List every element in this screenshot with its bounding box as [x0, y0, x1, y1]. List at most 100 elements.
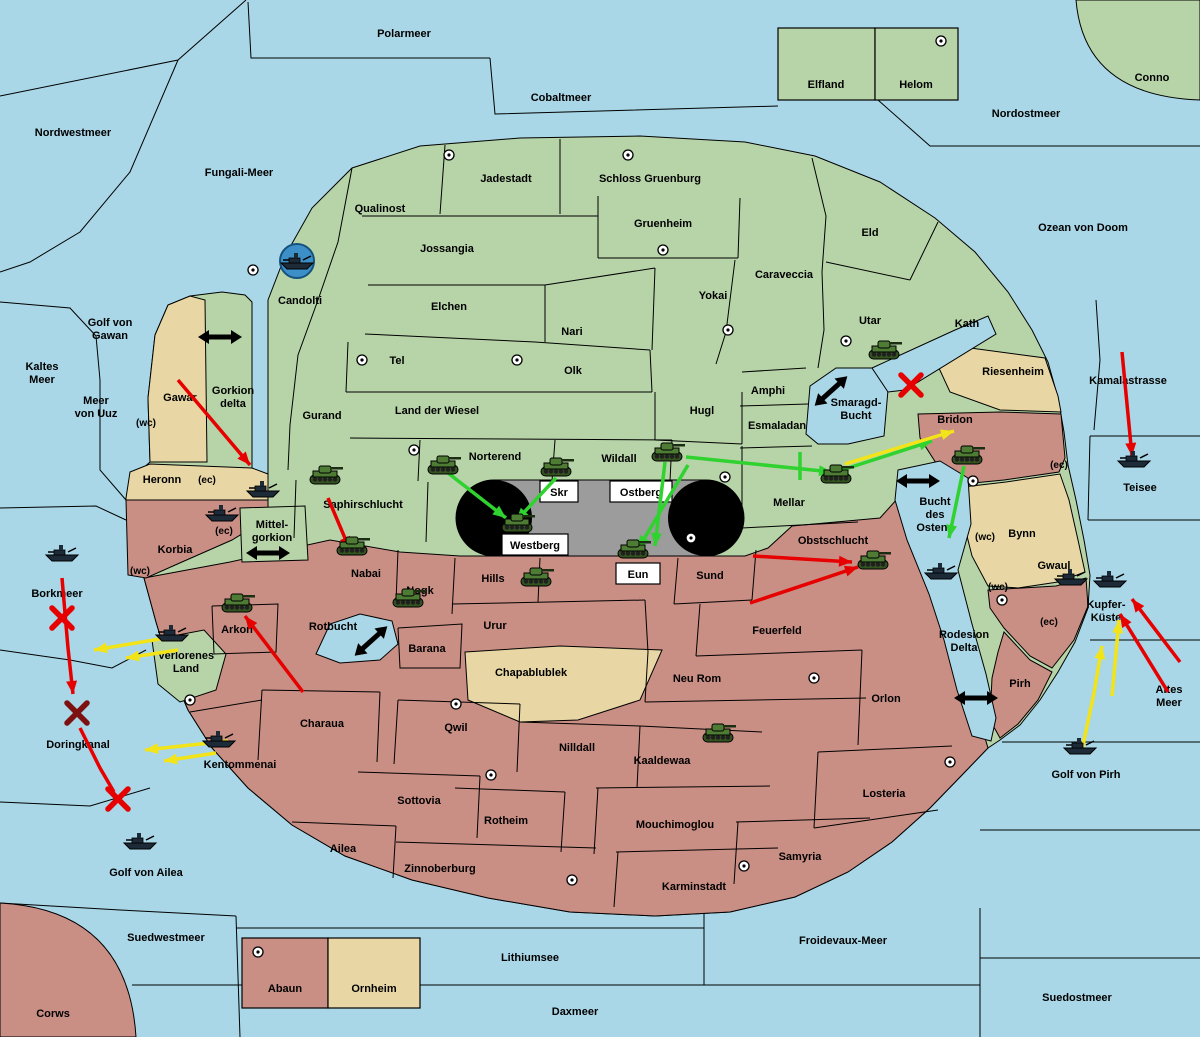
ship-unit[interactable] [1062, 738, 1098, 755]
ship-unit[interactable] [154, 625, 190, 642]
label-doringkanal: Doringkanal [46, 739, 110, 751]
label-daxmeer: Daxmeer [552, 1006, 599, 1018]
ship-unit-circled[interactable] [279, 243, 315, 279]
move-arrow-red [749, 565, 859, 605]
label-kentommenai: Kentommenai [204, 759, 277, 771]
city-marker [996, 594, 1008, 606]
strait-arrow [246, 546, 290, 560]
territory-border [345, 341, 349, 393]
territory-border [189, 699, 263, 713]
label--ec-: (ec) [1050, 460, 1068, 471]
label-kamalastrasse: Kamalastrasse [1089, 375, 1167, 387]
territory-border [673, 599, 753, 605]
ship-unit[interactable] [201, 731, 237, 748]
battle-marker [105, 786, 131, 812]
territory-border [695, 603, 701, 657]
ship-unit[interactable] [44, 545, 80, 562]
arrowhead [1132, 599, 1145, 613]
territory-corws[interactable] [0, 902, 137, 1037]
territory-border [476, 775, 481, 839]
label-orlon: Orlon [871, 693, 901, 705]
label-golf-von-ailea: Golf von Ailea [109, 867, 183, 879]
ship-unit[interactable] [1116, 451, 1152, 468]
arrowhead [1120, 614, 1132, 628]
city-marker [622, 149, 634, 161]
label-ailea: Ailea [330, 843, 357, 855]
arrowhead [126, 650, 140, 662]
battle-marker [898, 372, 924, 398]
label-feuerfeld: Feuerfeld [752, 625, 802, 637]
tank-unit[interactable] [702, 723, 736, 743]
tank-unit[interactable] [617, 539, 651, 559]
tank-unit[interactable] [540, 457, 574, 477]
territory-chapablublek[interactable] [464, 645, 663, 723]
bay-smaragd-channel[interactable] [871, 315, 997, 393]
ship-unit[interactable] [122, 833, 158, 850]
territory-riesenheim[interactable] [937, 344, 1062, 413]
tank-unit[interactable] [951, 445, 985, 465]
tank-unit[interactable] [309, 465, 343, 485]
ship-unit[interactable] [245, 481, 281, 498]
label-karminstadt: Karminstadt [662, 881, 727, 893]
territory-border [811, 157, 827, 273]
territory-box-eun[interactable] [615, 562, 661, 585]
territory-border [454, 787, 566, 793]
territory-border [649, 349, 653, 393]
city-marker [356, 354, 368, 366]
territory-border [741, 367, 807, 373]
territory-pirh[interactable] [989, 631, 1053, 739]
tank-unit[interactable] [221, 593, 255, 613]
territory-border [673, 557, 679, 605]
territory-box-westberg[interactable] [501, 533, 569, 556]
territory-border [291, 821, 397, 827]
territory-box-elfland[interactable] [777, 27, 876, 101]
sea-zone-border [0, 902, 237, 917]
territory-border [636, 725, 641, 789]
territory-gawar[interactable] [147, 295, 208, 463]
tank-unit[interactable] [427, 455, 461, 475]
tank-unit[interactable] [857, 550, 891, 570]
territory-border [417, 439, 421, 482]
pass-east-cap [668, 480, 744, 556]
label-utar: Utar [859, 315, 882, 327]
territory-conno[interactable] [1075, 0, 1200, 101]
label-schloss-gruenburg: Schloss Gruenburg [599, 173, 701, 185]
territory-border [695, 649, 863, 657]
label-skr: Skr [550, 487, 568, 499]
tank-unit[interactable] [820, 464, 854, 484]
label-golf-von-pirh: Golf von Pirh [1051, 769, 1120, 781]
territory-bridon[interactable] [917, 411, 1066, 485]
strait-arrow [354, 626, 388, 656]
sea-zone-border [0, 505, 127, 521]
territory-border [560, 791, 566, 853]
tank-unit[interactable] [651, 442, 685, 462]
label-conno: Conno [1135, 72, 1170, 84]
city-marker [719, 471, 731, 483]
bay-rotbucht[interactable] [315, 613, 399, 664]
territory-border [397, 623, 463, 669]
territory-border [293, 479, 297, 539]
territory-border [395, 841, 597, 849]
city-marker [657, 244, 669, 256]
label-mittel-: Mittel-gorkion [252, 519, 293, 544]
strait-arrow [198, 330, 242, 344]
tank-unit[interactable] [392, 588, 426, 608]
move-arrow-red [1130, 597, 1182, 664]
territory-box-ornheim[interactable] [327, 937, 421, 1009]
tank-unit[interactable] [501, 513, 535, 533]
territory-verlorenes-land[interactable] [151, 629, 227, 703]
label-ostberg: Ostberg [620, 487, 662, 499]
tank-unit[interactable] [336, 536, 370, 556]
ship-unit[interactable] [1053, 569, 1089, 586]
bay-bucht-des-ostens[interactable] [894, 460, 997, 742]
ship-unit[interactable] [1092, 571, 1128, 588]
tank-unit[interactable] [520, 567, 554, 587]
tank-unit[interactable] [868, 340, 902, 360]
city-marker [184, 694, 196, 706]
ship-unit[interactable] [923, 563, 959, 580]
territory-heronn[interactable] [125, 463, 269, 501]
ship-unit[interactable] [204, 505, 240, 522]
